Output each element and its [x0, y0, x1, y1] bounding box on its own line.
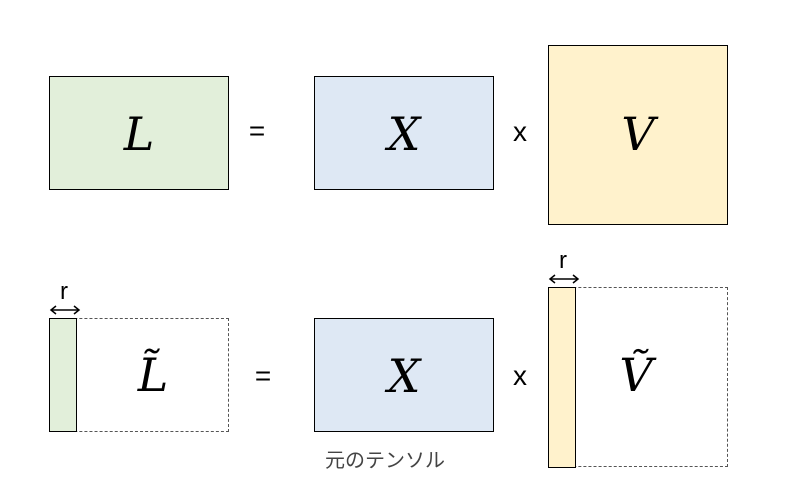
equals-sign-2: =	[254, 360, 272, 391]
matrix-L-tilde-strip	[49, 318, 77, 432]
label-X-2: X	[387, 349, 421, 403]
label-V: V	[621, 107, 655, 161]
rank-arrow-right	[548, 274, 580, 284]
label-V-tilde: Ṽ	[619, 348, 653, 402]
matrix-L	[49, 76, 229, 190]
rank-arrow-left	[49, 305, 81, 315]
caption-original-tensor: 元のテンソル	[325, 448, 445, 472]
times-sign-1: x	[513, 116, 527, 147]
matrix-V-tilde-strip	[548, 287, 576, 468]
label-X: X	[387, 107, 421, 161]
matrix-V	[548, 45, 728, 225]
label-L-tilde: L̃	[137, 348, 169, 402]
rank-label-right: r	[559, 247, 567, 274]
rank-label-left: r	[60, 278, 68, 305]
label-L: L	[123, 107, 155, 161]
equals-sign-1: =	[248, 115, 266, 146]
matrix-X-2	[314, 318, 494, 432]
times-sign-2: x	[513, 360, 527, 391]
matrix-X	[314, 76, 494, 190]
